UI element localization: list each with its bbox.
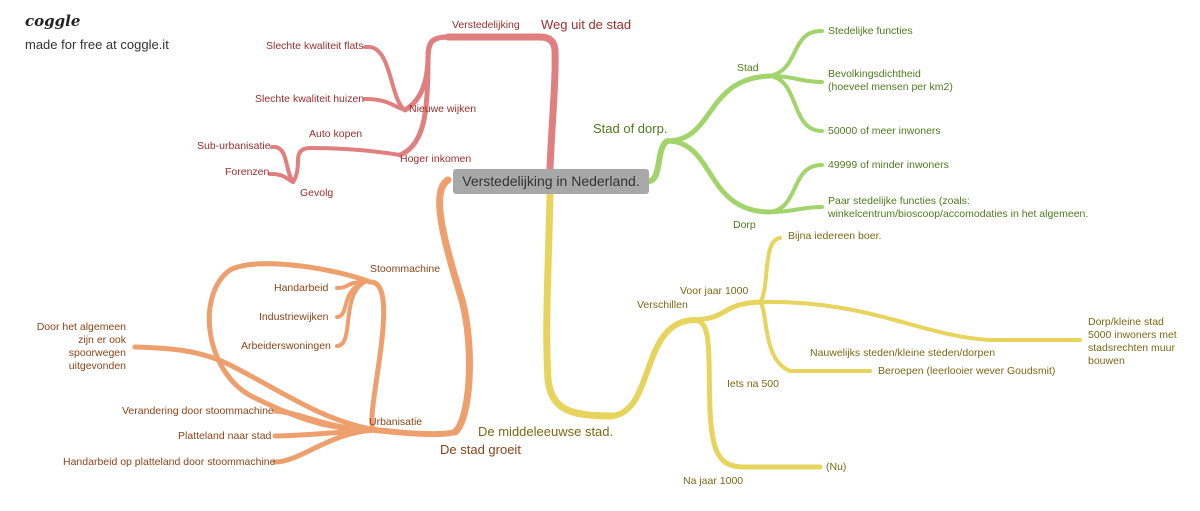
made-for-free-text: made for free at coggle.it: [25, 37, 169, 52]
connector-urbanisatie: [372, 427, 458, 438]
node-handarbeid-op-platteland[interactable]: Handarbeid op platteland door stoommachi…: [63, 456, 276, 468]
connector-flats: [363, 45, 407, 112]
connector-verschillen: [609, 317, 698, 419]
connector-spoor: [132, 344, 378, 433]
connector-minder: [768, 163, 824, 214]
node-paar-stedelijke-functies[interactable]: Paar stedelijke functies (zoals: winkelc…: [828, 195, 1088, 221]
connector-dorp-stad: [758, 299, 1082, 342]
node-spoorwegen-line4: uitgevonden: [68, 360, 126, 372]
connector-root-middeleeuws: [543, 191, 616, 420]
node-gevolg[interactable]: Gevolg: [300, 187, 334, 199]
connector-dorp: [665, 138, 773, 215]
node-stoommachine[interactable]: Stoommachine: [370, 263, 441, 275]
node-paar-line2: winkelcentrum/bioscoop/accomodaties in h…: [828, 208, 1089, 220]
connector-meer: [768, 74, 824, 133]
node-dorp-kleine-stad-line4: bouwen: [1088, 355, 1125, 367]
node-na-jaar-1000[interactable]: Na jaar 1000: [683, 475, 744, 487]
node-verschillen[interactable]: Verschillen: [637, 299, 688, 311]
node-50000-of-meer[interactable]: 50000 of meer inwoners: [828, 125, 941, 137]
connector-root-groeit: [436, 176, 473, 436]
node-nu[interactable]: (Nu): [826, 461, 847, 473]
node-49999-of-minder[interactable]: 49999 of minder inwoners: [828, 159, 949, 171]
connector-boer: [758, 236, 782, 304]
connector-huizen: [363, 97, 407, 112]
node-bevolkingsdichtheid-line2: (hoeveel mensen per km2): [828, 81, 953, 93]
node-urbanisatie[interactable]: Urbanisatie: [369, 416, 423, 428]
node-bevolkingsdichtheid[interactable]: Bevolkingsdichtheid (hoeveel mensen per …: [828, 68, 953, 94]
node-auto-kopen[interactable]: Auto kopen: [309, 128, 363, 140]
connector-forenzen: [268, 172, 295, 184]
connector-nieuwe-wijken-hoger: [397, 34, 451, 158]
node-stedelijke-functies[interactable]: Stedelijke functies: [828, 25, 913, 37]
node-nieuwe-wijken[interactable]: Nieuwe wijken: [409, 103, 477, 115]
node-iets-na-500[interactable]: Iets na 500: [727, 378, 779, 390]
node-forenzen[interactable]: Forenzen: [225, 166, 270, 178]
red-branch-lines: [268, 33, 559, 184]
node-verstedelijking[interactable]: Verstedelijking: [452, 19, 520, 31]
node-handarbeid[interactable]: Handarbeid: [274, 282, 329, 294]
node-weg-uit-de-stad[interactable]: Weg uit de stad: [541, 17, 632, 32]
node-huizen[interactable]: Slechte kwaliteit huizen: [255, 93, 365, 105]
connector-voor-1000: [692, 299, 763, 323]
connector-paar: [768, 205, 824, 214]
node-stad-of-dorp[interactable]: Stad of dorp.: [593, 121, 668, 136]
node-dorp[interactable]: Dorp: [733, 219, 756, 231]
node-spoorwegen-line1: Door het algemeen: [36, 321, 126, 333]
coggle-logo[interactable]: coggle: [25, 12, 81, 30]
node-bijna-iedereen-boer[interactable]: Bijna iedereen boer.: [788, 230, 882, 242]
yellow-branch-lines: [543, 191, 1082, 470]
node-stad[interactable]: Stad: [737, 62, 759, 74]
connector-iets-500: [758, 300, 872, 373]
node-voor-jaar-1000[interactable]: Voor jaar 1000: [680, 285, 749, 297]
node-arbeiderswoningen[interactable]: Arbeiderswoningen: [241, 340, 331, 352]
node-spoorwegen[interactable]: Door het algemeen zijn er ook spoorwegen…: [30, 321, 126, 373]
node-de-stad-groeit[interactable]: De stad groeit: [440, 442, 521, 457]
node-verandering-door-stoommachine[interactable]: Verandering door stoommachine: [122, 405, 274, 417]
connector-handarbeid-pl: [272, 427, 378, 465]
node-suburbanisatie[interactable]: Sub-urbanisatie: [197, 140, 271, 152]
node-industriewijken[interactable]: Industriewijken: [259, 311, 329, 323]
node-paar-line1: Paar stedelijke functies (zoals:: [828, 195, 970, 207]
orange-branch-lines: [132, 176, 473, 465]
connector-stad: [665, 73, 773, 144]
node-dorp-kleine-stad-line1: Dorp/kleine stad: [1088, 316, 1164, 328]
connector-root-weg: [444, 33, 559, 172]
node-dorp-kleine-stad[interactable]: Dorp/kleine stad 5000 inwoners met stads…: [1088, 316, 1177, 368]
node-dorp-kleine-stad-line3: stadsrechten muur: [1088, 342, 1175, 354]
connector-na-1000: [692, 317, 823, 470]
node-spoorwegen-line3: spoorwegen: [68, 347, 126, 359]
node-nauwelijks-steden[interactable]: Nauwelijks steden/kleine steden/dorpen: [810, 347, 996, 359]
connector-root-dorp: [647, 138, 671, 184]
connector-suburb: [270, 145, 295, 184]
node-bevolkingsdichtheid-line1: Bevolkingsdichtheid: [828, 68, 921, 80]
connector-auto: [291, 145, 402, 184]
green-branch-lines: [647, 28, 824, 215]
node-hoger-inkomen[interactable]: Hoger inkomen: [400, 153, 472, 165]
node-spoorwegen-line2: zijn er ook: [78, 334, 126, 346]
node-middeleeuwse-stad[interactable]: De middeleeuwse stad.: [478, 424, 614, 439]
connector-arbeiders: [335, 280, 367, 348]
node-platteland-naar-stad[interactable]: Platteland naar stad: [178, 430, 272, 442]
node-flats[interactable]: Slechte kwaliteit flats: [266, 40, 364, 52]
node-dorp-kleine-stad-line2: 5000 inwoners met: [1088, 329, 1177, 341]
root-node[interactable]: Verstedelijking in Nederland.: [453, 169, 649, 194]
node-beroepen[interactable]: Beroepen (leerlooier wever Goudsmit): [878, 365, 1056, 377]
connector-functies: [768, 28, 824, 78]
